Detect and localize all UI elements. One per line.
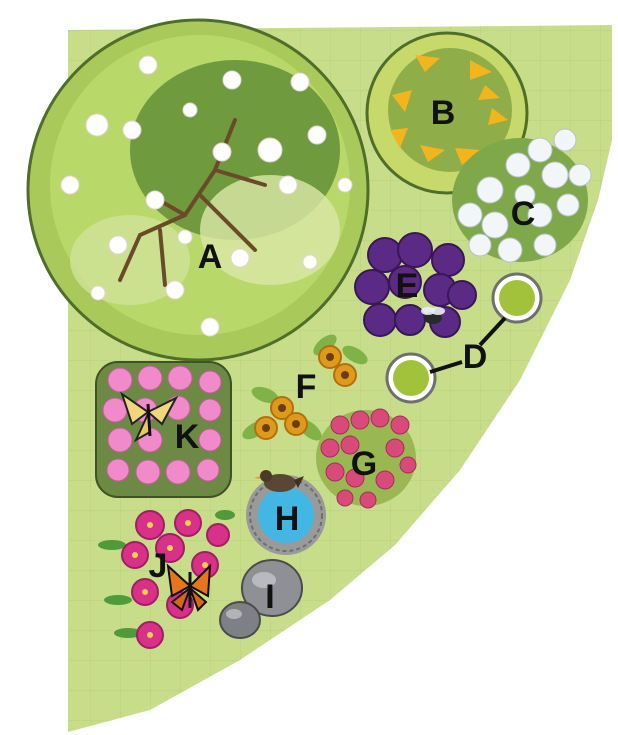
label-b: B bbox=[431, 94, 456, 132]
label-h: H bbox=[275, 500, 300, 538]
bed-a-tree bbox=[28, 20, 368, 360]
label-g: G bbox=[351, 445, 377, 483]
label-f: F bbox=[296, 368, 317, 406]
label-d: D bbox=[463, 338, 488, 376]
monarch-butterfly-icon bbox=[168, 566, 210, 610]
label-k: K bbox=[175, 418, 200, 456]
label-a: A bbox=[198, 238, 223, 276]
label-j: J bbox=[149, 547, 168, 585]
label-i: I bbox=[265, 578, 274, 616]
label-e: E bbox=[396, 267, 419, 305]
label-c: C bbox=[511, 195, 536, 233]
bed-k-pink-flowers bbox=[96, 362, 231, 497]
